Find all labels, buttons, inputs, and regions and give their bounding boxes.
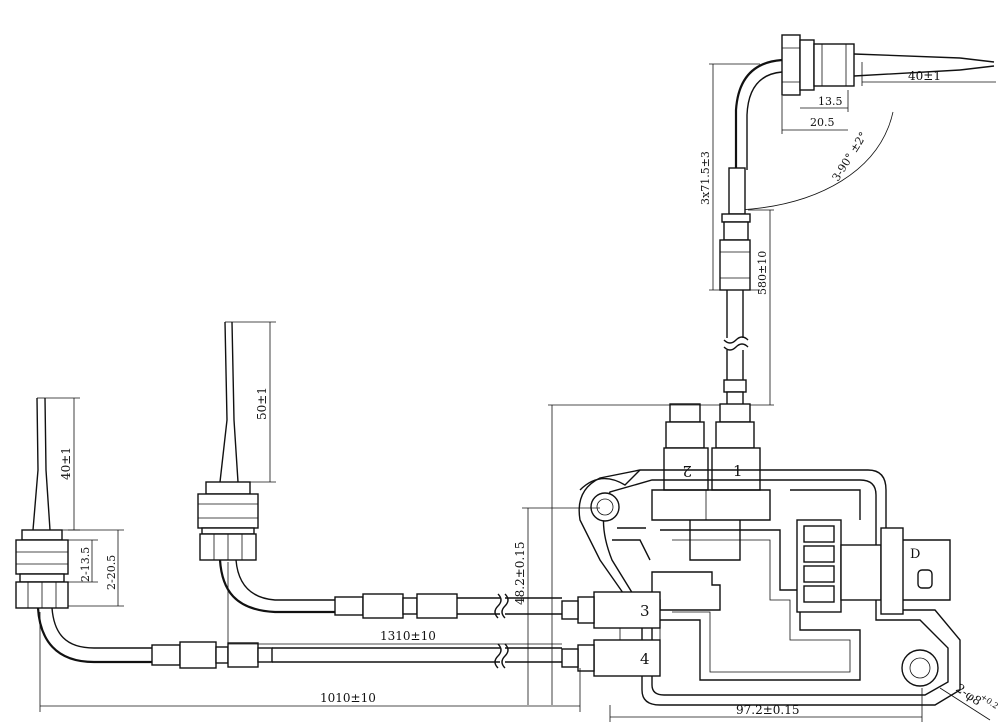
top-sensor — [734, 34, 995, 170]
middle-sensor — [197, 321, 562, 619]
dim-left-2-20-5: 2-20.5 — [105, 555, 118, 590]
connector-label-4: 4 — [640, 650, 650, 668]
dim-top-13-5: 13.5 — [818, 95, 843, 108]
overall-dimensions: 48.2±0.15 1310±10 1010±10 97.2±0.15 — [39, 404, 923, 722]
dim-hole: 2-φ8 — [953, 681, 984, 708]
connector-label-3: 3 — [640, 602, 650, 620]
dim-97-2: 97.2±0.15 — [736, 703, 800, 717]
connector-label-2: 2 — [682, 462, 692, 480]
dim-top-40: 40±1 — [908, 69, 941, 83]
dim-hole-tol: +0.2 — [979, 692, 1000, 711]
middle-dimensions: 50±1 — [232, 321, 276, 483]
connector-block-top: 2 1 — [651, 403, 771, 521]
connector-block-lower: 3 4 — [561, 571, 721, 677]
dim-3x71-5: 3x71.5±3 — [699, 151, 712, 205]
dim-left-2-13-5: 2-13.5 — [79, 547, 92, 582]
dim-1010: 1010±10 — [320, 691, 376, 705]
dim-left-40: 40±1 — [59, 447, 73, 480]
dim-580: 580±10 — [756, 251, 769, 295]
left-sensor — [15, 397, 562, 669]
dim-mid-50: 50±1 — [255, 387, 269, 420]
vertical-cable — [719, 167, 751, 407]
left-dimensions: 40±1 2-13.5 2-20.5 — [45, 397, 124, 607]
dim-top-20-5: 20.5 — [810, 116, 835, 129]
side-label: D — [910, 547, 920, 562]
dim-48-2: 48.2±0.15 — [513, 542, 527, 606]
control-unit-housing: 2-φ8 +0.2 D — [578, 469, 1000, 721]
dim-1310: 1310±10 — [380, 629, 436, 643]
connector-label-1: 1 — [733, 462, 743, 480]
